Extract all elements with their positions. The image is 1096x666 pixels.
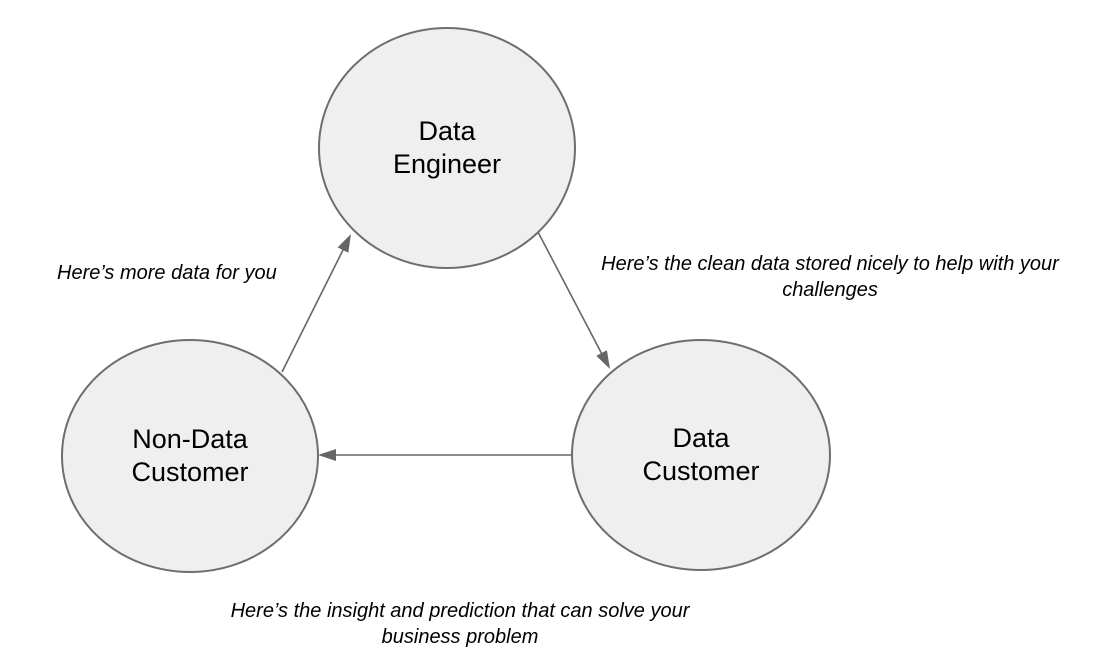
- arrowhead-down-icon: [596, 350, 610, 369]
- arrow-non-data-customer-to-data-engineer: [281, 234, 351, 373]
- node-circle-data-engineer: [318, 27, 576, 269]
- arrow-data-engineer-to-data-customer: [537, 231, 610, 369]
- node-label-data-customer: Data Customer: [591, 422, 811, 488]
- node-label-line: Data: [672, 423, 730, 453]
- arrowhead-up-icon: [337, 234, 351, 253]
- node-label-line: Non-Data: [132, 424, 248, 454]
- node-label-data-engineer: Data Engineer: [337, 115, 557, 181]
- node-circle-non-data-customer: [61, 339, 319, 573]
- arrow-line: [537, 231, 606, 361]
- node-circle-data-customer: [571, 339, 831, 571]
- edge-label-insight-prediction: Here’s the insight and prediction that c…: [230, 600, 690, 648]
- node-label-line: Engineer: [392, 149, 502, 179]
- node-label-line: Customer: [131, 457, 249, 487]
- edge-label-more-data: Here’s more data for you: [57, 262, 277, 284]
- arrowhead-left-icon: [318, 449, 336, 461]
- node-label-line: Data: [418, 116, 476, 146]
- arrow-line: [281, 241, 348, 373]
- node-label-non-data-customer: Non-Data Customer: [80, 423, 300, 489]
- edge-label-clean-data: Here’s the clean data stored nicely to h…: [601, 253, 1059, 301]
- node-label-line: Customer: [642, 456, 760, 486]
- arrow-data-customer-to-non-data-customer: [318, 449, 573, 461]
